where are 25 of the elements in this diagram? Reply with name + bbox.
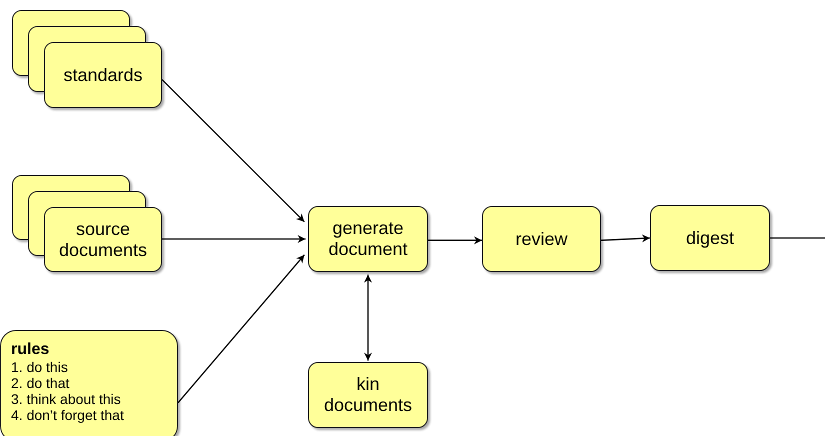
- connector-line: [770, 237, 825, 239]
- document-stack: [12, 175, 162, 272]
- node-label: standards: [63, 64, 143, 86]
- list-item-text: 1. do this: [11, 359, 68, 375]
- arrow: [364, 274, 372, 361]
- document-stack: [12, 10, 162, 108]
- node-label: source documents: [58, 218, 148, 260]
- arrow: [162, 235, 306, 243]
- process-box: [308, 206, 428, 272]
- process-box: [482, 206, 601, 272]
- heading-text: rules: [11, 341, 50, 359]
- node-label: digest: [686, 228, 734, 248]
- list-item-text: 4. don’t forget that: [11, 407, 124, 423]
- arrow: [162, 79, 305, 222]
- arrow: [600, 234, 650, 242]
- process-box: [650, 205, 770, 271]
- list-item-text: 3. think about this: [11, 391, 121, 407]
- node-label: review: [515, 228, 568, 250]
- node-label: generate document: [327, 218, 409, 260]
- note-box: [0, 330, 178, 436]
- document-card: [308, 362, 428, 428]
- list-item-text: 2. do that: [11, 375, 70, 391]
- node-label: kin documents: [322, 374, 414, 416]
- arrow: [178, 254, 305, 404]
- arrow: [428, 236, 482, 244]
